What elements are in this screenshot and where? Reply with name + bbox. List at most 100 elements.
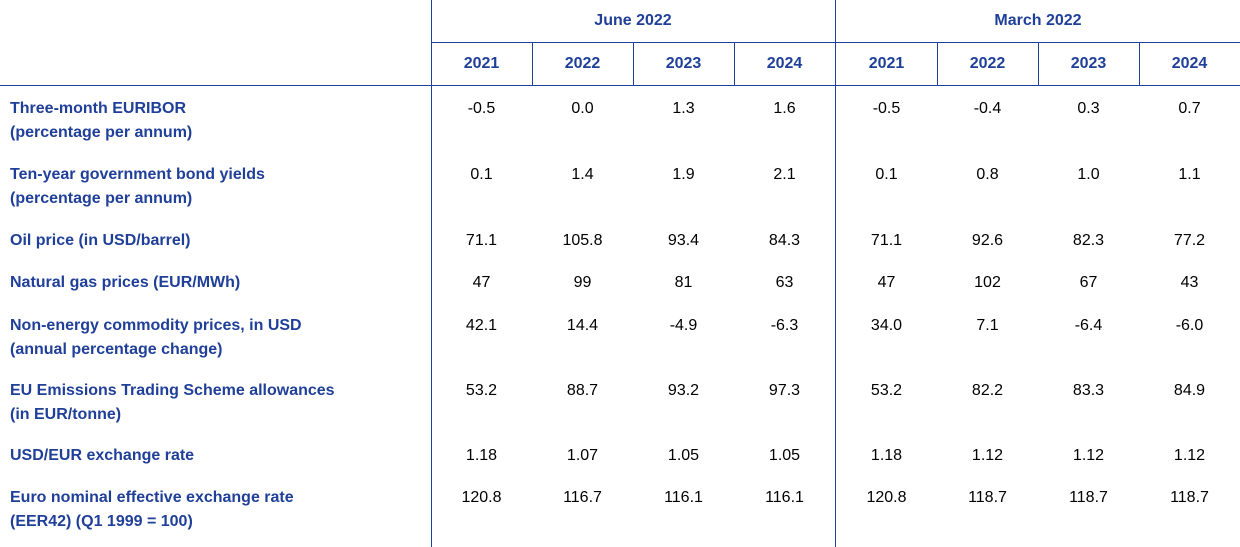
table-cell: 116.1	[664, 489, 703, 506]
table-cell: 0.7	[1178, 100, 1201, 117]
year-divider	[633, 42, 634, 85]
table-cell: 0.1	[875, 166, 898, 183]
row-label: Three-month EURIBOR (percentage per annum…	[10, 97, 410, 145]
year-header: 2023	[1070, 55, 1107, 72]
year-divider	[734, 42, 735, 85]
table-cell: 105.8	[562, 232, 603, 249]
table-cell: 47	[877, 274, 896, 291]
table-cell: 1.0	[1077, 166, 1100, 183]
row-label: EU Emissions Trading Scheme allowances (i…	[10, 379, 410, 427]
column-divider	[431, 0, 432, 547]
row-label-line-1: USD/EUR exchange rate	[10, 447, 195, 464]
table-cell: 84.9	[1173, 382, 1206, 399]
table-cell: 14.4	[566, 317, 599, 334]
table-cell: 1.18	[465, 447, 498, 464]
row-label: USD/EUR exchange rate	[10, 444, 410, 468]
table-cell: 118.7	[1170, 489, 1209, 506]
table-cell: -0.4	[973, 100, 1002, 117]
table-cell: 43	[1180, 274, 1199, 291]
table-cell: 63	[775, 274, 794, 291]
table-cell: 92.6	[971, 232, 1004, 249]
table-cell: 116.1	[765, 489, 804, 506]
table-cell: 34.0	[870, 317, 903, 334]
year-divider	[937, 42, 938, 85]
table-cell: 84.3	[768, 232, 801, 249]
row-label-line-2: (percentage per annum)	[10, 124, 193, 141]
year-divider	[1038, 42, 1039, 85]
table-cell: 102	[974, 274, 1001, 291]
table-cell: 82.2	[971, 382, 1004, 399]
table-cell: 1.6	[773, 100, 796, 117]
table-cell: 67	[1079, 274, 1098, 291]
table-cell: 1.18	[870, 447, 903, 464]
table-cell: 1.05	[768, 447, 801, 464]
row-label-line-2: (EER42) (Q1 1999 = 100)	[10, 513, 193, 530]
table-cell: 53.2	[465, 382, 498, 399]
table-cell: 82.3	[1072, 232, 1105, 249]
table-cell: 42.1	[465, 317, 498, 334]
table-cell: 1.07	[566, 447, 599, 464]
table-cell: -6.0	[1175, 317, 1204, 334]
row-label: Natural gas prices (EUR/MWh)	[10, 271, 410, 295]
row-label-line-2: (in EUR/tonne)	[10, 406, 122, 423]
row-label-line-1: Oil price (in USD/barrel)	[10, 232, 191, 249]
table-cell: 7.1	[976, 317, 999, 334]
row-label: Oil price (in USD/barrel)	[10, 229, 410, 253]
year-header: 2024	[766, 55, 803, 72]
table-cell: 93.4	[667, 232, 700, 249]
table-cell: 71.1	[870, 232, 903, 249]
table-cell: 47	[472, 274, 491, 291]
year-divider	[532, 42, 533, 85]
table-cell: 120.8	[866, 489, 907, 506]
table-cell: 118.7	[1069, 489, 1108, 506]
table-cell: 83.3	[1072, 382, 1105, 399]
table-cell: 88.7	[566, 382, 599, 399]
table-cell: -6.4	[1074, 317, 1103, 334]
table-cell: 77.2	[1173, 232, 1206, 249]
table-cell: 0.8	[976, 166, 999, 183]
table-cell: 118.7	[968, 489, 1007, 506]
table-cell: -6.3	[770, 317, 799, 334]
table-cell: 1.4	[571, 166, 594, 183]
row-label-line-1: EU Emissions Trading Scheme allowances	[10, 382, 335, 399]
table-cell: 2.1	[773, 166, 796, 183]
table-cell: 1.1	[1178, 166, 1201, 183]
year-header: 2023	[665, 55, 702, 72]
table-cell: 1.9	[672, 166, 695, 183]
table-cell: 93.2	[667, 382, 700, 399]
table-cell: 1.12	[971, 447, 1004, 464]
year-header: 2021	[868, 55, 905, 72]
row-label: Ten-year government bond yields(percenta…	[10, 163, 410, 211]
row-label-line-1: Natural gas prices (EUR/MWh)	[10, 274, 241, 291]
table-cell: 1.05	[667, 447, 700, 464]
year-header: 2024	[1171, 55, 1208, 72]
table-cell: -4.9	[669, 317, 698, 334]
table-cell: 99	[573, 274, 592, 291]
table-cell: 116.7	[563, 489, 602, 506]
row-label-line-1: Three-month EURIBOR	[10, 100, 186, 117]
group-header-march-2022: March 2022	[994, 12, 1082, 29]
table-cell: 1.3	[672, 100, 695, 117]
table-cell: 53.2	[870, 382, 903, 399]
table-cell: 0.1	[470, 166, 493, 183]
table-cell: -0.5	[467, 100, 496, 117]
table-cell: 0.3	[1077, 100, 1100, 117]
table-cell: 0.0	[571, 100, 594, 117]
table-cell: 120.8	[461, 489, 502, 506]
table-cell: 71.1	[465, 232, 498, 249]
table-cell: 1.12	[1072, 447, 1105, 464]
column-divider	[835, 0, 836, 547]
year-header: 2022	[969, 55, 1006, 72]
year-header: 2021	[463, 55, 500, 72]
year-divider	[1139, 42, 1140, 85]
row-label-line-1: Euro nominal effective exchange rate	[10, 489, 294, 506]
year-header: 2022	[564, 55, 601, 72]
row-label: Euro nominal effective exchange rate (EER…	[10, 486, 410, 534]
group-header-june-2022: June 2022	[594, 12, 672, 29]
table-cell: 1.12	[1173, 447, 1206, 464]
table-cell: 97.3	[768, 382, 801, 399]
table-cell: 81	[674, 274, 693, 291]
row-label-line-1: Ten-year government bond yields	[10, 166, 265, 183]
header-rule-bottom	[0, 85, 1240, 86]
